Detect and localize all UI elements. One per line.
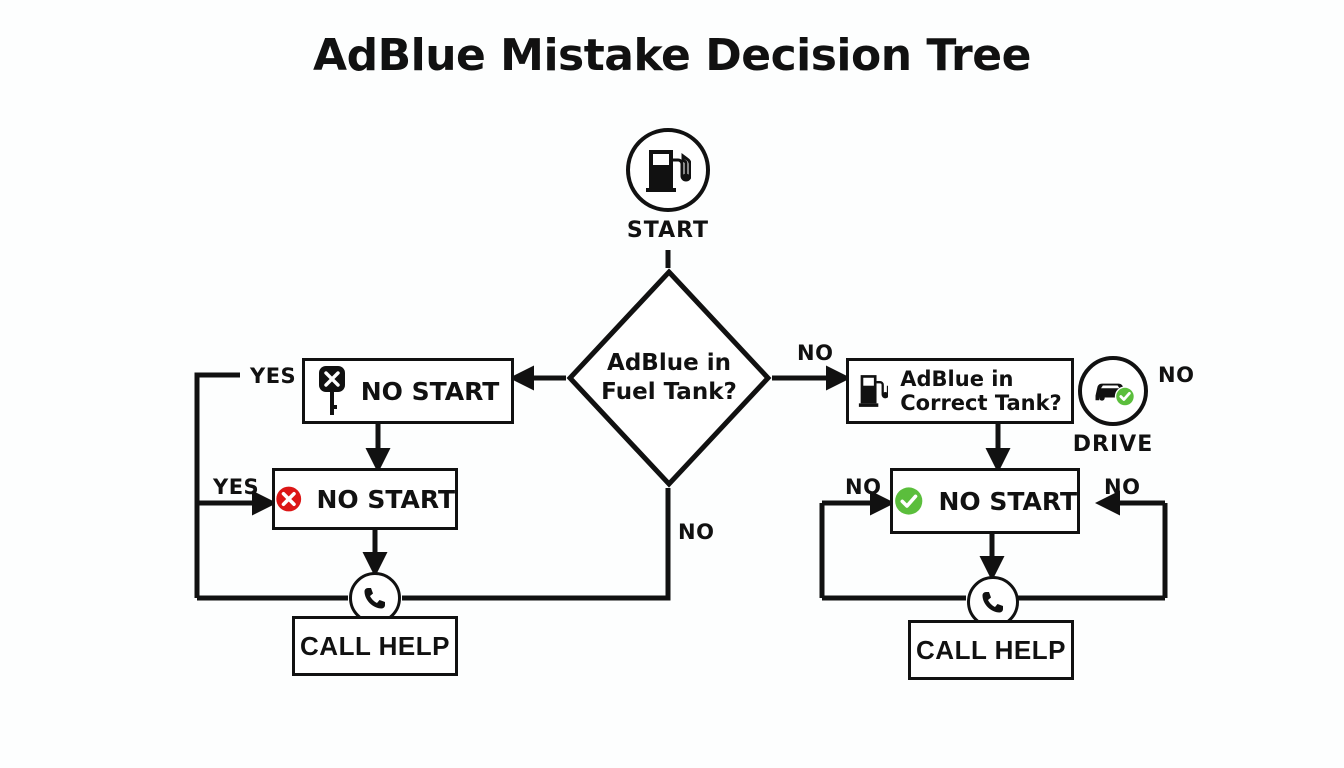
- edge-label-no-right-of-green: NO: [1104, 475, 1141, 499]
- drive-node[interactable]: DRIVE: [1072, 356, 1154, 457]
- correct-tank-line1: AdBlue in: [900, 366, 1014, 391]
- edge-label-no-left-of-green: NO: [845, 475, 882, 499]
- node-no-start-key[interactable]: NO START: [302, 358, 514, 424]
- drive-caption: DRIVE: [1072, 432, 1154, 457]
- call-help-right-label: CALL HELP: [916, 634, 1066, 665]
- no-start-green-label: NO START: [938, 486, 1077, 516]
- car-check-icon: [1095, 383, 1136, 407]
- edge-label-no-right-of-drive: NO: [1158, 363, 1195, 387]
- start-caption: START: [626, 218, 710, 243]
- left-phone-circle: [349, 572, 401, 624]
- node-call-help-right[interactable]: CALL HELP: [908, 620, 1074, 680]
- start-node[interactable]: START: [616, 128, 720, 243]
- decision-adblue-in-fuel-tank[interactable]: AdBlue in Fuel Tank?: [566, 268, 772, 488]
- start-circle: [626, 128, 710, 212]
- no-start-key-label: NO START: [360, 376, 500, 406]
- green-check-circle-icon: [895, 487, 923, 515]
- diamond-shape: [566, 268, 772, 488]
- node-no-start-green[interactable]: NO START: [890, 468, 1080, 534]
- fuel-pump-icon: [646, 150, 691, 192]
- left-phone-node[interactable]: [348, 572, 402, 624]
- phone-icon: [982, 592, 1003, 613]
- no-start-red-label: NO START: [316, 484, 455, 514]
- edge-label-no-right-of-decision: NO: [797, 341, 834, 365]
- edge-label-no-below-decision: NO: [678, 520, 715, 544]
- page-title: AdBlue Mistake Decision Tree: [313, 30, 1031, 81]
- edge-label-yes-top-left: YES: [250, 364, 297, 388]
- edge-label-yes-mid-left: YES: [213, 475, 260, 499]
- car-key-x-icon: [318, 366, 345, 415]
- call-help-left-label: CALL HELP: [300, 630, 450, 661]
- node-call-help-left[interactable]: CALL HELP: [292, 616, 458, 676]
- correct-tank-line2: Correct Tank?: [900, 391, 1062, 415]
- red-x-circle-icon: [276, 486, 302, 512]
- drive-circle: [1078, 356, 1148, 426]
- node-no-start-red[interactable]: NO START: [272, 468, 458, 530]
- phone-icon: [364, 588, 385, 609]
- fuel-pump-icon: [859, 375, 889, 407]
